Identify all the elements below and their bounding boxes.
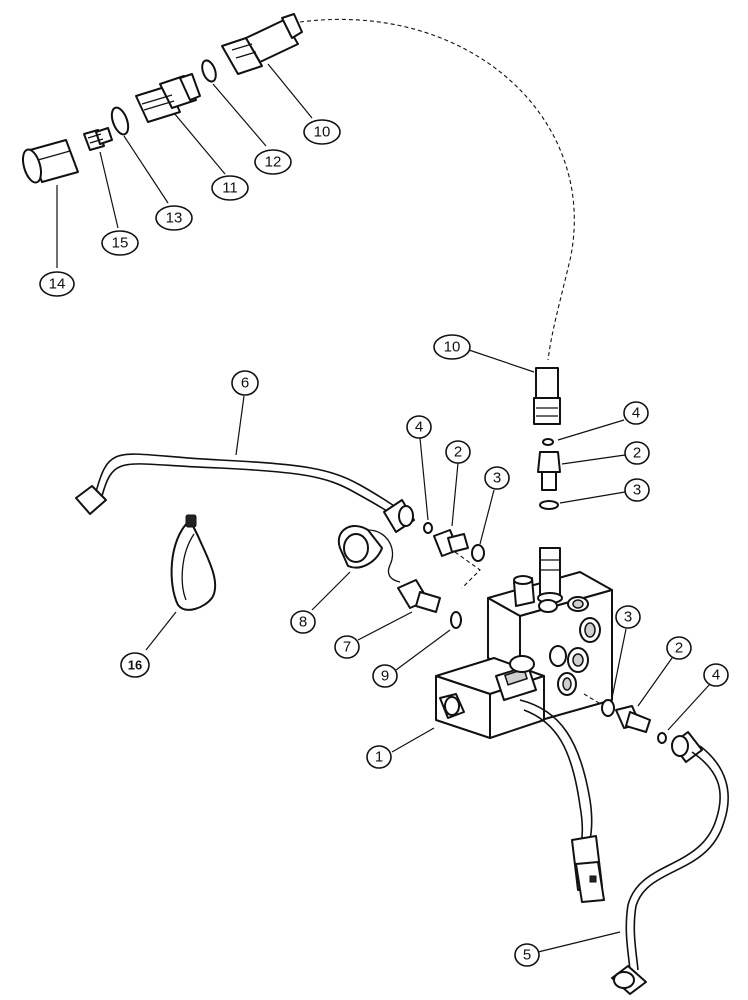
callout-3-left: 3 xyxy=(479,466,510,545)
fitting-part-2-right xyxy=(615,705,651,733)
svg-text:13: 13 xyxy=(166,210,183,227)
fitting-part-2-top xyxy=(537,451,561,491)
svg-text:10: 10 xyxy=(314,124,331,141)
svg-text:11: 11 xyxy=(222,180,238,197)
callout-4-top: 4 xyxy=(557,401,649,441)
callout-7: 7 xyxy=(334,611,413,659)
cap-part-14 xyxy=(21,139,79,184)
callout-2-left: 2 xyxy=(445,440,471,527)
callout-16: 16 xyxy=(120,611,177,678)
svg-text:2: 2 xyxy=(633,445,641,462)
dashed-left-fitting-line xyxy=(454,551,481,589)
callout-2-right: 2 xyxy=(637,636,692,707)
svg-text:6: 6 xyxy=(241,375,249,392)
oring-part-3-left xyxy=(471,544,485,562)
svg-text:3: 3 xyxy=(633,482,641,499)
oring-part-13 xyxy=(110,106,130,136)
svg-text:2: 2 xyxy=(454,444,462,461)
callout-11: 11 xyxy=(173,112,249,201)
callout-10-mid: 10 xyxy=(433,334,535,373)
callout-15: 15 xyxy=(99,151,139,256)
callout-14: 14 xyxy=(39,185,75,297)
svg-text:3: 3 xyxy=(624,609,632,626)
svg-text:15: 15 xyxy=(112,235,129,252)
oring-part-12 xyxy=(201,59,217,83)
callout-3-right: 3 xyxy=(611,605,641,699)
dashed-connection-line xyxy=(299,18,575,361)
callout-4-left: 4 xyxy=(406,415,432,521)
callout-2-top: 2 xyxy=(561,441,650,465)
svg-text:4: 4 xyxy=(712,667,720,684)
tube-part-6 xyxy=(75,453,415,533)
svg-text:12: 12 xyxy=(265,154,282,171)
callout-4-right: 4 xyxy=(667,663,729,731)
callout-10-top: 10 xyxy=(267,63,341,145)
svg-text:4: 4 xyxy=(632,405,640,422)
svg-text:8: 8 xyxy=(299,614,307,631)
fitting-part-15 xyxy=(83,127,113,151)
svg-text:4: 4 xyxy=(415,419,423,436)
svg-text:1: 1 xyxy=(375,749,383,766)
oring-part-9 xyxy=(450,611,462,629)
callout-9: 9 xyxy=(372,629,451,688)
coupler-part-10-top xyxy=(221,13,303,75)
callout-5: 5 xyxy=(514,931,621,967)
callout-13: 13 xyxy=(123,135,193,231)
callout-6: 6 xyxy=(231,370,259,456)
callout-3-top: 3 xyxy=(559,478,650,504)
solenoid-wire-harness xyxy=(519,699,605,903)
svg-text:10: 10 xyxy=(444,339,461,356)
oring-part-3-right xyxy=(601,699,615,717)
callout-12: 12 xyxy=(212,83,292,175)
svg-text:3: 3 xyxy=(493,470,501,487)
plug-part-8 xyxy=(337,525,401,583)
oring-part-4-left xyxy=(423,522,433,534)
dashed-right-fitting-line xyxy=(583,693,605,707)
svg-text:16: 16 xyxy=(128,658,142,673)
solenoid-coil-part-1 xyxy=(435,655,545,739)
oring-part-4-right xyxy=(657,732,667,744)
callout-1: 1 xyxy=(366,727,435,769)
oring-part-3-top xyxy=(539,500,559,510)
tube-part-5 xyxy=(611,731,729,995)
strap-part-16 xyxy=(170,514,217,611)
coupler-part-10-mid xyxy=(533,367,561,425)
svg-text:9: 9 xyxy=(381,668,389,685)
svg-text:7: 7 xyxy=(343,639,351,656)
fitting-part-7 xyxy=(397,579,441,613)
fitting-part-2-left xyxy=(433,529,469,557)
adapter-part-11 xyxy=(135,73,201,123)
callout-8: 8 xyxy=(290,571,351,634)
svg-text:14: 14 xyxy=(49,276,66,293)
svg-text:2: 2 xyxy=(675,640,683,657)
svg-text:5: 5 xyxy=(523,947,531,964)
oring-part-4-top xyxy=(542,438,554,446)
